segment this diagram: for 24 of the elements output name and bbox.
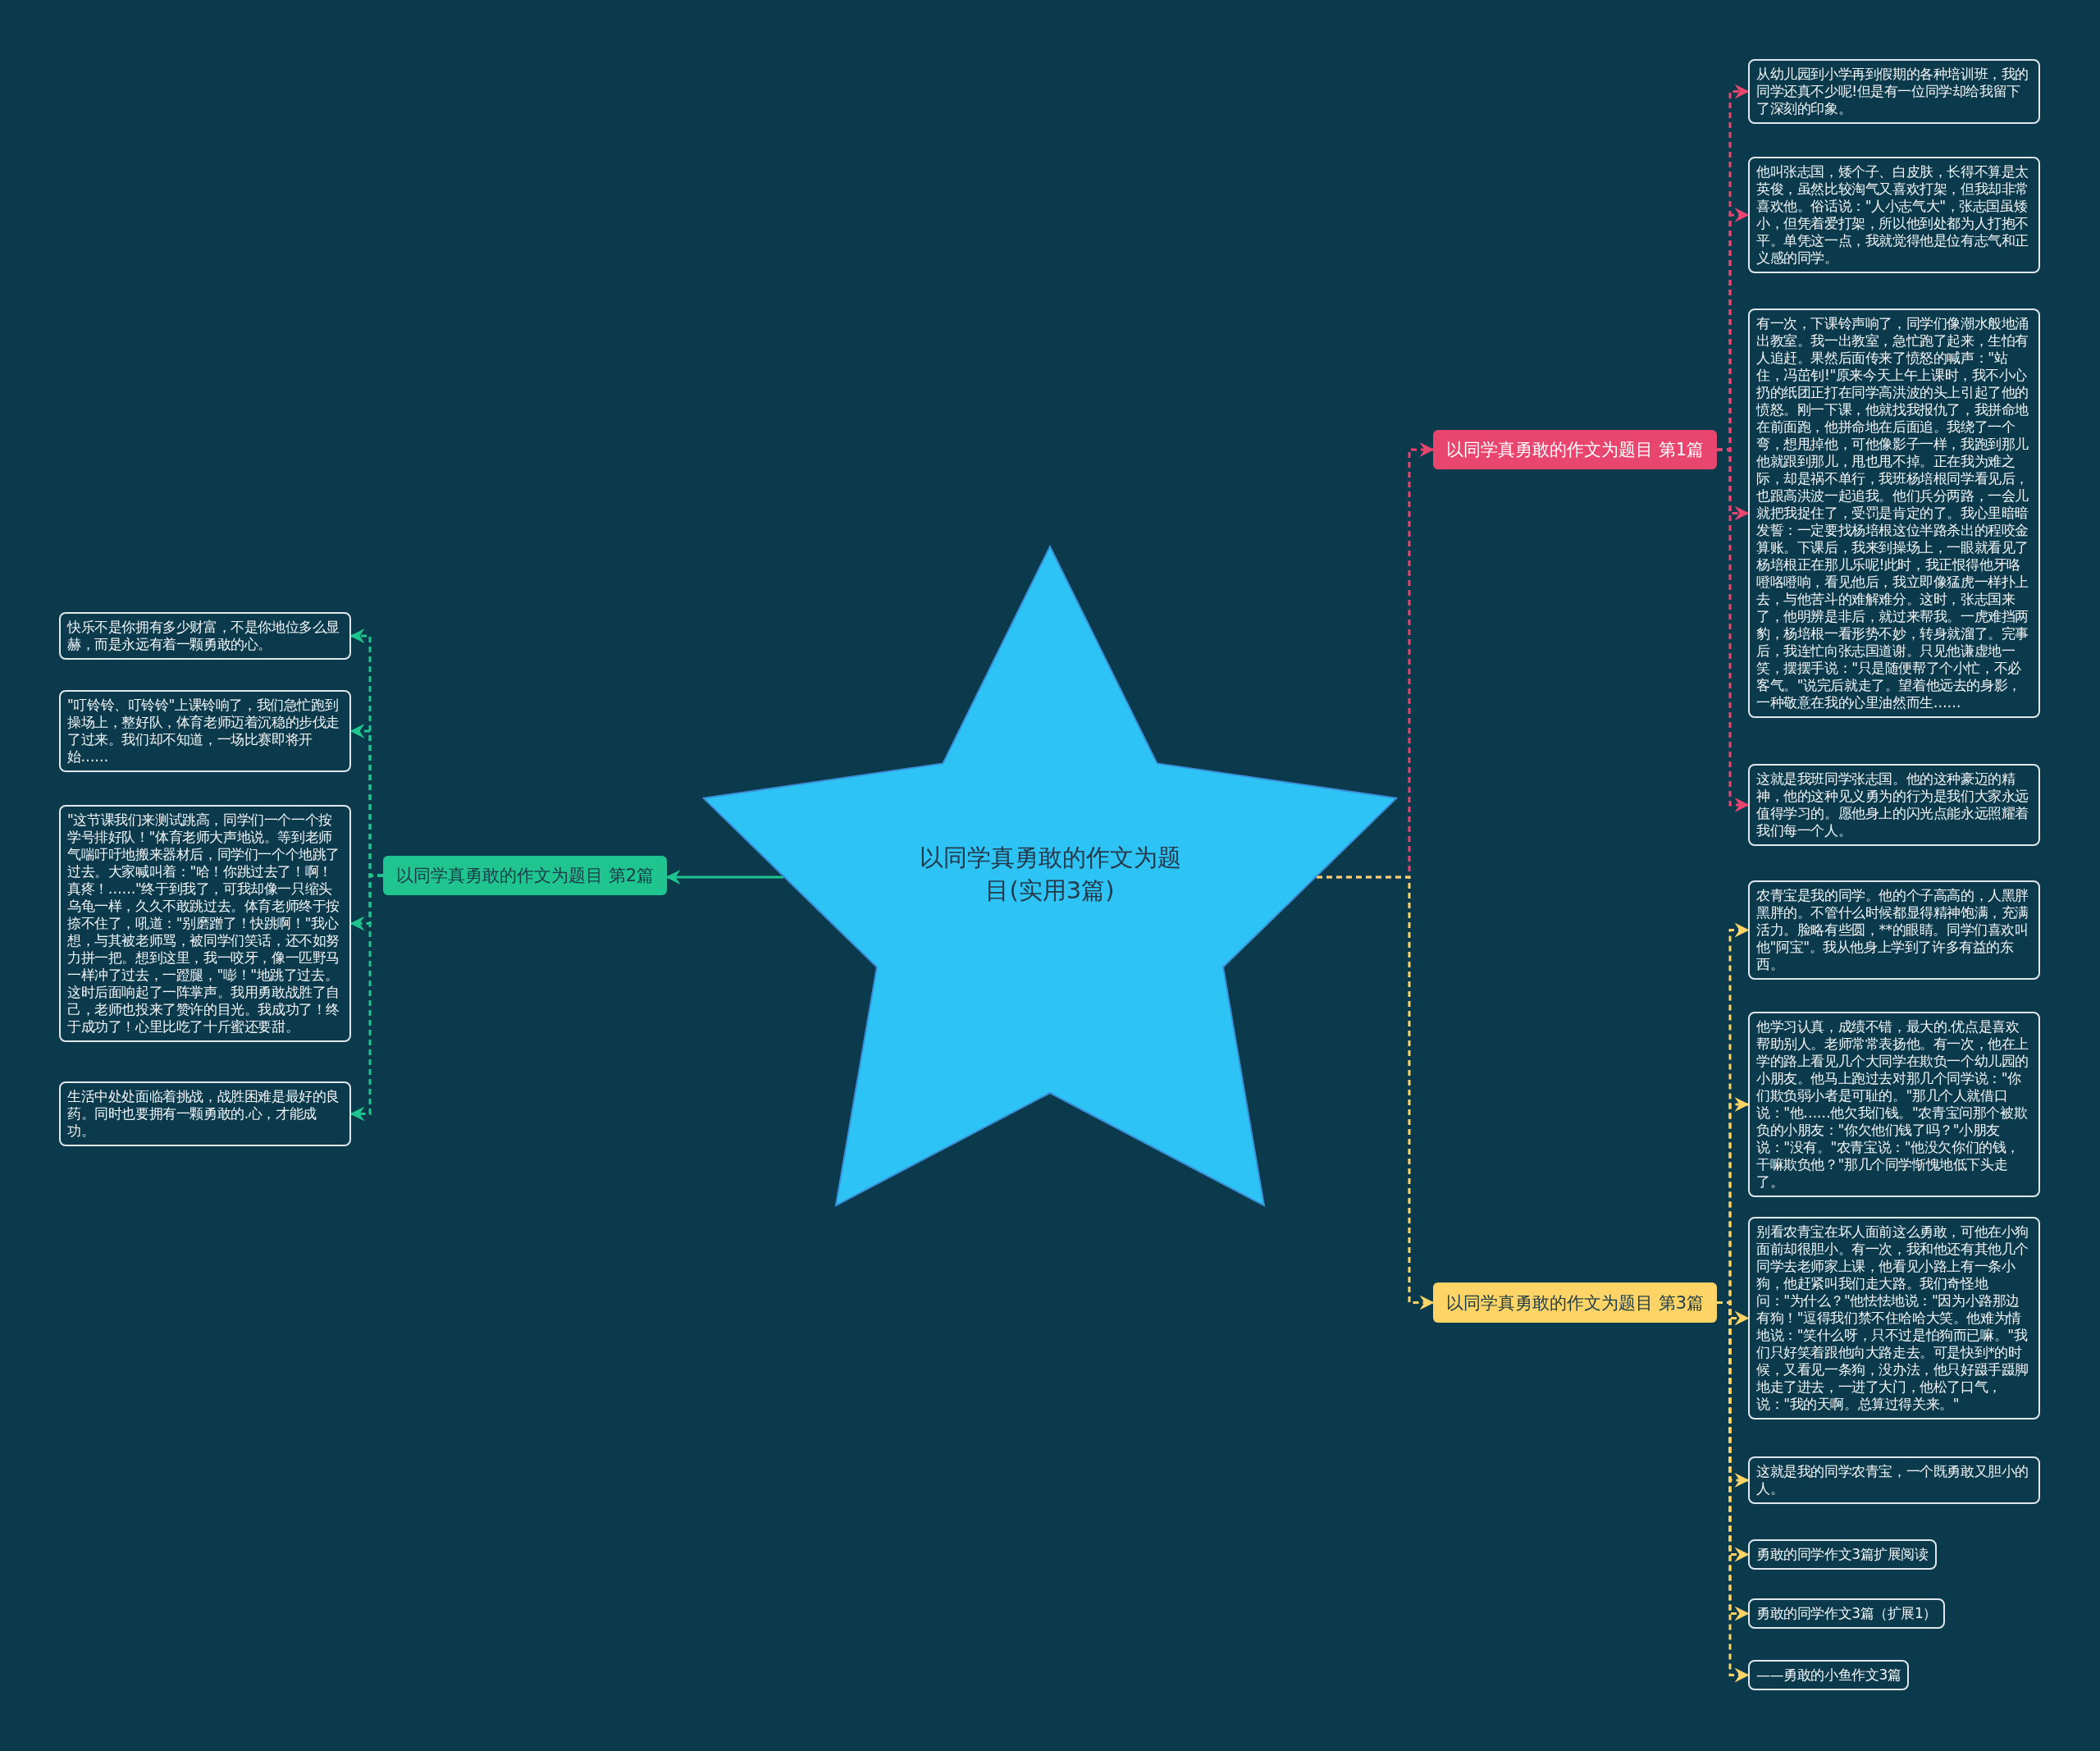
text-card: 这就是我班同学张志国。他的这种豪迈的精神，他的这种见义勇为的行为是我们大家永远值得学习的。愿他身上的闪光点能永远照耀着我们每一个人。 [1748, 764, 2040, 846]
connector-arrow [1317, 876, 1435, 1310]
connector-arrow [665, 870, 783, 885]
topic-box: 以同学真勇敢的作文为题目 第3篇 [1433, 1282, 1717, 1323]
text-card: ——勇敢的小鱼作文3篇 [1748, 1660, 1910, 1690]
text-card: 从幼儿园到小学再到假期的各种培训班，我的同学还真不少呢!但是有一位同学却给我留下了深刻的印象。 [1748, 59, 2040, 124]
star-title: 以同学真勇敢的作文为题目(实用3篇) [918, 843, 1182, 906]
topic-box: 以同学真勇敢的作文为题目 第1篇 [1433, 430, 1717, 469]
topic-box: 以同学真勇敢的作文为题目 第2篇 [383, 856, 667, 895]
text-card: "这节课我们来测试跳高，同学们一个一个按学号排好队！"体育老师大声地说。等到老师气喘吁吁地搬来器材后，同学们一个个地跳了过去。大家喊叫着："哈！你跳过去了！啊！真疼！……"终于到我了，可我却像一只缩头乌龟一样，久久不敢跳过去。体育老师终于按捺不住了，吼道："别磨蹭了！快跳啊！"我心想，与其被老师骂，被同学们笑话，还不如努力拼一把。想到这里，我一咬牙，像一匹野马一样冲了过去，一蹬腿，"嘭！"地跳了过去。这时后面响起了一阵掌声。我用勇敢战胜了自己，老师也投来了赞许的目光。我成功了！终于成功了！心里比吃了十斤蜜还要甜。 [59, 805, 351, 1042]
text-card: 他叫张志国，矮个子、白皮肤，长得不算是太英俊，虽然比较淘气又喜欢打架，但我却非常喜欢他。俗话说："人小志气大"，张志国虽矮小，但凭着爱打架，所以他到处都为人打抱不平。单凭这一点，我就觉得他是位有志气和正义感的同学。 [1748, 157, 2040, 273]
text-card: 别看农青宝在坏人面前这么勇敢，可他在小狗面前却很胆小。有一次，我和他还有其他几个同学去老师家上课，他看见小路上有一条小狗，他赶紧叫我们走大路。我们奇怪地问："为什么？"他怯怯地说："因为小路那边有狗！"逗得我们禁不住哈哈大笑。他难为情地说："笑什么呀，只不过是怕狗而已嘛。"我们只好笑着跟他向大路走去。可是快到*的时候，又看见一条狗，没办法，他只好蹑手蹑脚地走了进去，一进了大门，他松了口气，说："我的天啊。总算过得关来。" [1748, 1217, 2040, 1420]
text-card: 这就是我的同学农青宝，一个既勇敢又胆小的人。 [1748, 1456, 2040, 1504]
connector-arrow [349, 874, 383, 1122]
text-card: 勇敢的同学作文3篇（扩展1） [1748, 1598, 1946, 1629]
text-card: "叮铃铃、叮铃铃"上课铃响了，我们急忙跑到操场上，整好队，体育老师迈着沉稳的步伐走了过来。我们却不知道，一场比赛即将开始…… [59, 690, 351, 772]
text-card: 生活中处处面临着挑战，战胜困难是最好的良药。同时也要拥有一颗勇敢的.心，才能成功。 [59, 1081, 351, 1146]
text-card: 勇敢的同学作文3篇扩展阅读 [1748, 1539, 1937, 1570]
text-card: 他学习认真，成绩不错，最大的.优点是喜欢帮助别人。老师常常表扬他。有一次，他在上学的路上看见几个大同学在欺负一个幼儿园的小朋友。他马上跑过去对那几个同学说："你们欺负弱小者是可耻的。"那几个人就借口说："他……他欠我们钱。"农青宝问那个被欺负的小朋友："你欠他们钱了吗？"小朋友说："没有。"农青宝说："他没欠你们的钱，干嘛欺负他？"那几个同学惭愧地低下头走了。 [1748, 1012, 2040, 1197]
connector-arrow [1717, 1301, 1750, 1683]
text-card: 有一次，下课铃声响了，同学们像潮水般地涌出教室。我一出教室，急忙跑了起来，生怕有人追赶。果然后面传来了愤怒的喊声："站住，冯茁钊!"原来今天上午上课时，我不小心扔的纸团正打在同学高洪波的头上引起了他的愤怒。刚一下课，他就找我报仇了，我拼命地在前面跑，他拼命地在后面追。我绕了一个弯，想甩掉他，可他像影子一样，我跑到那儿他就跟到那儿，甩也甩不掉。正在我为难之际，却是祸不单行，我班杨培根同学看见后，也跟高洪波一起追我。他们兵分两路，一会儿就把我捉住了，受罚是肯定的了。我心里暗暗发誓：一定要找杨培根这位半路杀出的程咬金算账。下课后，我来到操场上，一眼就看见了杨培根正在那儿乐呢!此时，我正恨得他牙咯噔咯噔响，看见他后，我立即像猛虎一样扑上去，与他苦斗的难解难分。这时，张志国来了，他明辨是非后，就过来帮我。一虎难挡两豹，杨培根一看形势不妙，转身就溜了。完事后，我连忙向张志国道谢。只见他谦虚地一笑，摆摆手说："只是随便帮了个小忙，不必客气。"说完后就走了。望着他远去的身影，一种敬意在我的心里油然而生…… [1748, 309, 2040, 718]
text-card: 农青宝是我的同学。他的个子高高的，人黑胖黑胖的。不管什么时候都显得精神饱满，充满活力。脸略有些圆，**的眼睛。同学们喜欢叫他"阿宝"。我从他身上学到了许多有益的东西。 [1748, 880, 2040, 980]
text-card: 快乐不是你拥有多少财富，不是你地位多么显赫，而是永远有着一颗勇敢的心。 [59, 612, 351, 660]
connector-arrow [1717, 448, 1750, 812]
